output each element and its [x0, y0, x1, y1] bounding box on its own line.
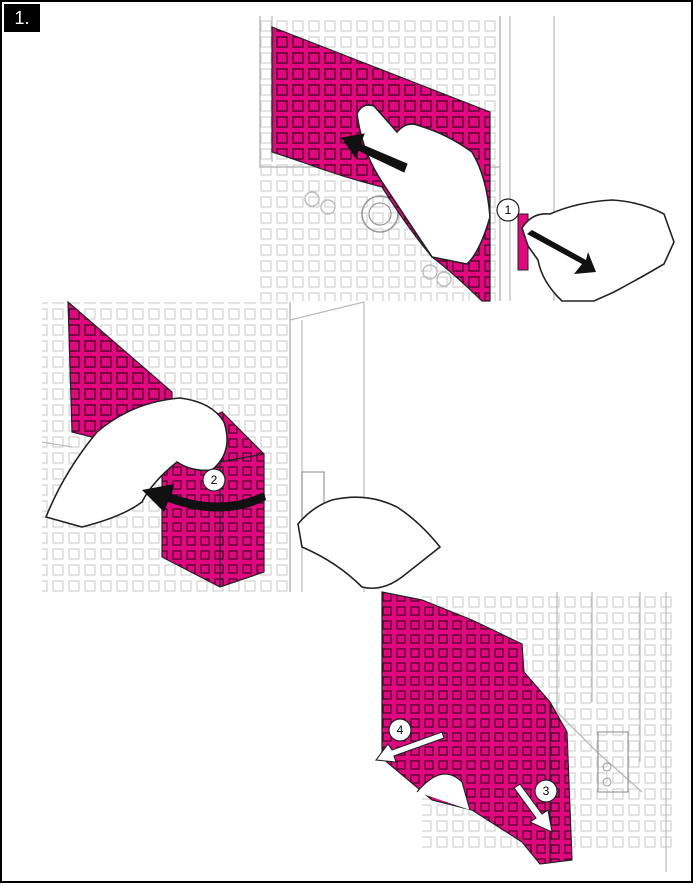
- panel-step-1: 1: [260, 16, 674, 301]
- callout-2: 2: [203, 469, 225, 491]
- hand-icon: [298, 497, 440, 588]
- svg-text:3: 3: [543, 784, 550, 798]
- panel-step-2: 2: [42, 302, 440, 592]
- callout-1: 1: [497, 199, 519, 221]
- svg-text:4: 4: [397, 723, 404, 737]
- callout-3: 3: [535, 780, 557, 802]
- svg-text:2: 2: [211, 473, 218, 487]
- panel-step-3: 4 3: [376, 592, 672, 872]
- svg-text:1: 1: [505, 203, 512, 217]
- callout-4: 4: [389, 719, 411, 741]
- hand-icon: [522, 200, 674, 301]
